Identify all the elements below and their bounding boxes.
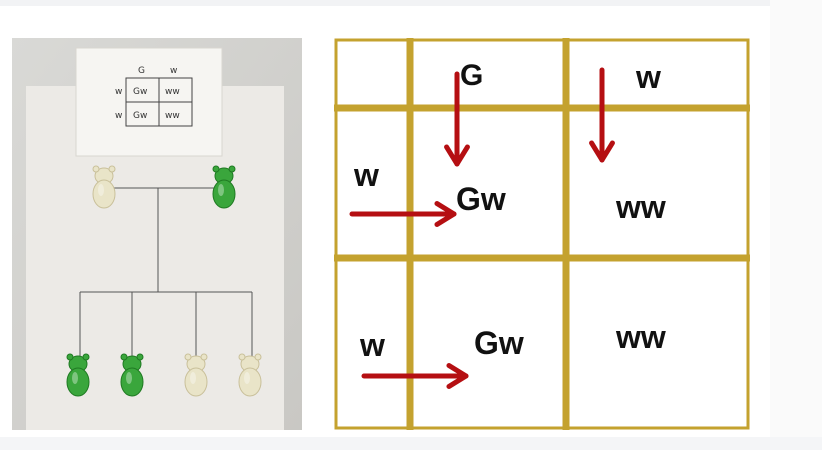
pedigree-lines bbox=[79, 187, 253, 356]
grid-border bbox=[334, 38, 750, 430]
sketch-paper: G w w w Gw ww Gw ww bbox=[75, 47, 223, 157]
cell-2-2-ww: ww bbox=[615, 319, 666, 355]
sketch-header-top-1: G bbox=[138, 66, 145, 76]
punnett-background bbox=[334, 38, 750, 430]
bottom-strip bbox=[0, 437, 822, 450]
right-margin bbox=[770, 0, 822, 450]
punnett-gridlines bbox=[334, 38, 750, 430]
punnett-square: G w w w Gw ww Gw ww bbox=[334, 38, 750, 430]
sketch-cell-2-2: ww bbox=[165, 111, 180, 121]
parent-bear-2 bbox=[212, 165, 236, 209]
offspring-bear-2 bbox=[120, 353, 144, 397]
header-left-w-2: w bbox=[359, 327, 385, 363]
parent-bear-1 bbox=[92, 165, 116, 209]
offspring-bear-1 bbox=[66, 353, 90, 397]
photo-canvas: G w w w Gw ww Gw ww bbox=[12, 38, 302, 430]
header-left-w-1: w bbox=[353, 157, 379, 193]
sketch-cell-1-1: Gw bbox=[133, 87, 147, 97]
cell-1-1-gw: Gw bbox=[456, 181, 506, 217]
arrow-right-row-2 bbox=[361, 363, 469, 389]
gummy-bear-pedigree-photo: G w w w Gw ww Gw ww bbox=[12, 38, 302, 430]
header-top-w: w bbox=[635, 59, 661, 95]
arrow-right-row-1 bbox=[349, 201, 457, 227]
offspring-bear-4 bbox=[238, 353, 262, 397]
top-strip bbox=[0, 0, 822, 6]
arrow-down-from-w bbox=[589, 67, 615, 163]
sketch-header-left-1: w bbox=[115, 87, 122, 97]
sketch-header-top-2: w bbox=[170, 66, 177, 76]
sketch-header-left-2: w bbox=[115, 111, 122, 121]
gummy-bears bbox=[66, 165, 262, 397]
header-top-g: G bbox=[460, 59, 483, 92]
arrow-down-from-g bbox=[444, 71, 470, 167]
cell-1-2-ww: ww bbox=[615, 189, 666, 225]
offspring-bear-3 bbox=[184, 353, 208, 397]
cell-2-1-gw: Gw bbox=[474, 325, 524, 361]
arrows bbox=[349, 67, 615, 389]
punnett-canvas: G w w w Gw ww Gw ww bbox=[334, 38, 750, 430]
sketch-cell-2-1: Gw bbox=[133, 111, 147, 121]
sketch-cell-1-2: ww bbox=[165, 87, 180, 97]
